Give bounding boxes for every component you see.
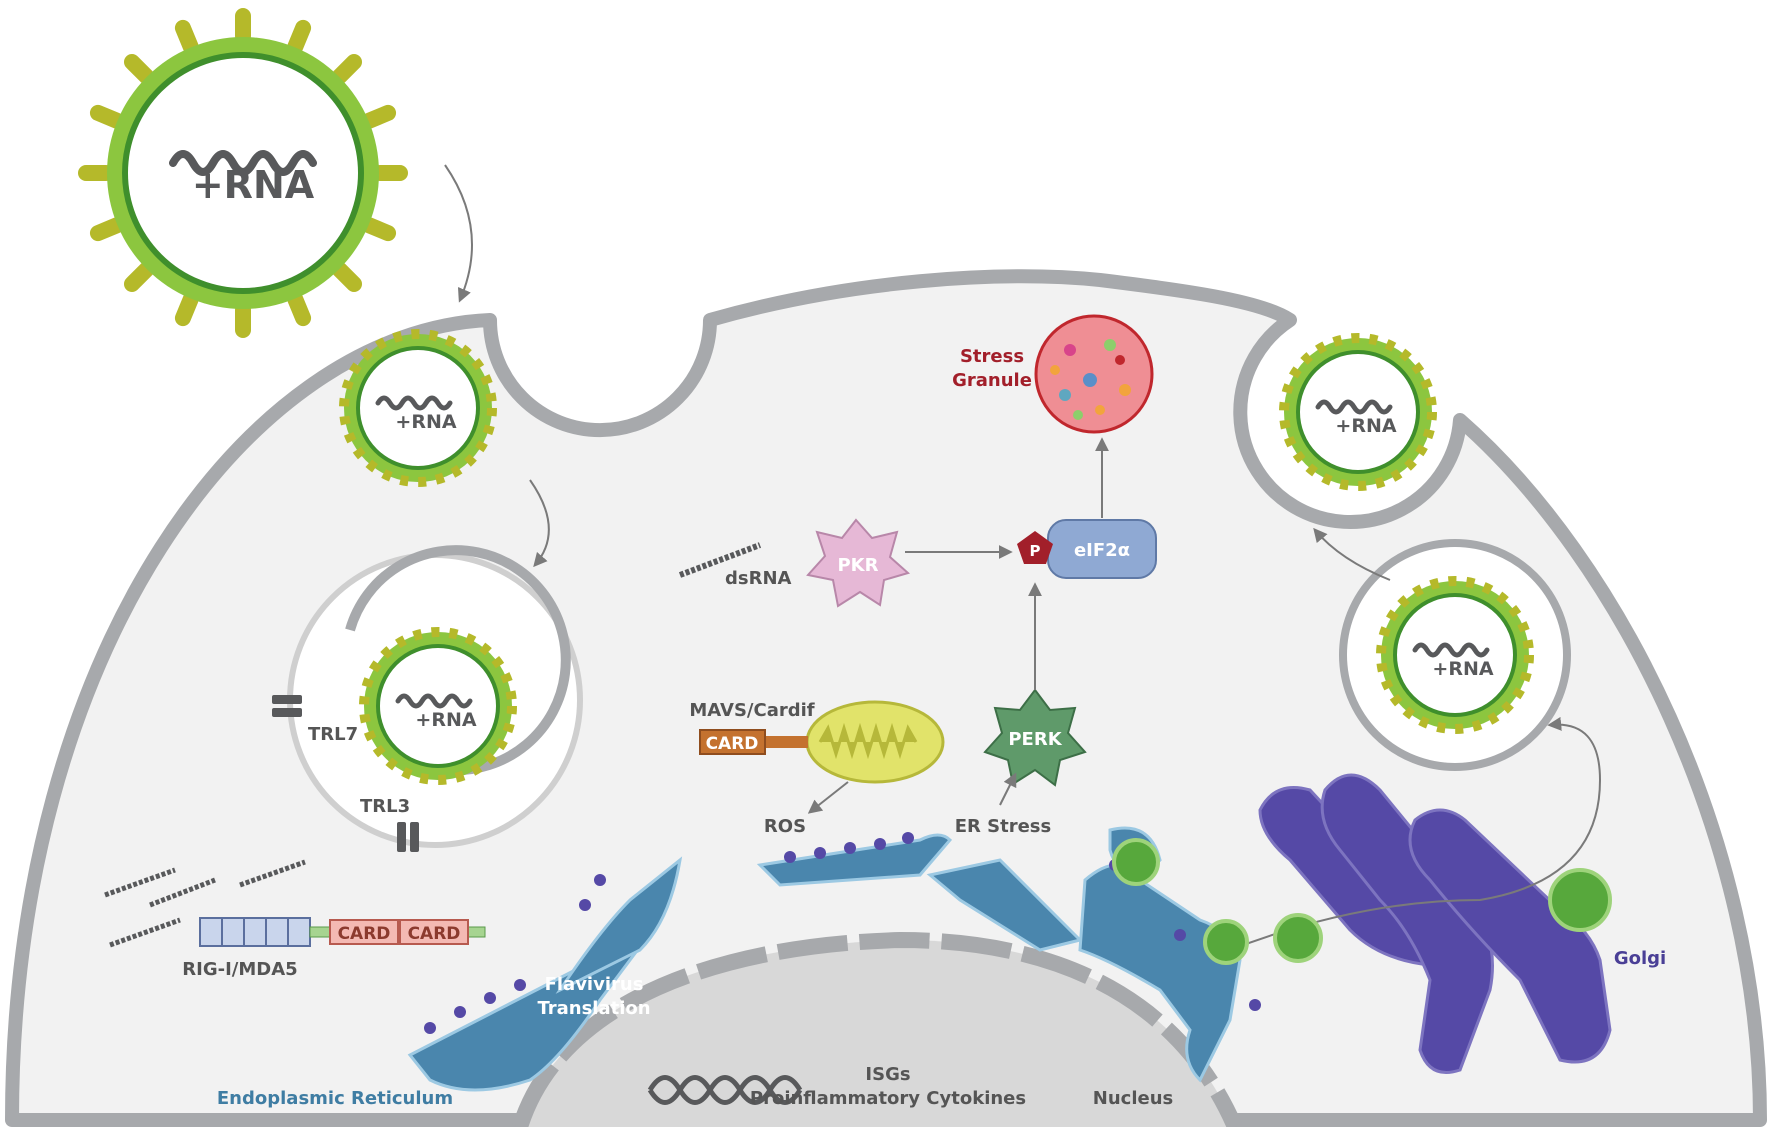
flavivirus-label-line1: Flavivirus bbox=[545, 974, 644, 995]
cell-membrane bbox=[5, 269, 1767, 1127]
budding-virion-rna-label: +RNA bbox=[1335, 415, 1396, 437]
endosome: +RNA TRL7 TRL3 bbox=[272, 545, 583, 852]
entering-virion: +RNA bbox=[339, 329, 497, 487]
dsrna-icon bbox=[678, 542, 762, 578]
entry-arrow bbox=[444, 164, 473, 303]
dsrna-label: dsRNA bbox=[725, 568, 792, 589]
pkr-label: PKR bbox=[837, 555, 878, 576]
exit-virion-rna-label: +RNA bbox=[1432, 658, 1493, 680]
mavs-card-box bbox=[699, 729, 766, 755]
phosphate-label: P bbox=[1030, 542, 1041, 560]
rig-i-label: RIG-I/MDA5 bbox=[182, 959, 297, 980]
virus-spikes bbox=[78, 8, 408, 338]
pkr-node: PKR bbox=[806, 518, 911, 608]
tlr7-receptor-icon bbox=[272, 695, 302, 717]
free-virion: +RNA bbox=[78, 8, 408, 338]
dsrna-fragments-icon bbox=[104, 859, 306, 948]
er-label: Endoplasmic Reticulum bbox=[217, 1088, 453, 1109]
endocytosis-arrow bbox=[529, 479, 550, 568]
eif2a-node: eIF2α P bbox=[1017, 519, 1157, 579]
mavs-linker bbox=[760, 736, 808, 748]
stress-granule-label-line1: Stress bbox=[960, 346, 1024, 367]
rna-strand-icon bbox=[395, 693, 473, 709]
exit-vesicle-virion: +RNA bbox=[1376, 576, 1534, 734]
rna-strand-icon bbox=[375, 395, 453, 411]
exit-vesicle: +RNA bbox=[1339, 539, 1571, 771]
rig-i-helicase-domains bbox=[199, 917, 311, 947]
ros-label: ROS bbox=[764, 816, 806, 837]
stress-granule-label-line2: Granule bbox=[952, 370, 1032, 391]
er-stress-to-perk-arrow bbox=[999, 772, 1017, 806]
golgi-apparatus bbox=[1258, 773, 1612, 1074]
mitochondrion bbox=[805, 700, 945, 784]
mavs-card-label: CARD bbox=[706, 734, 759, 754]
rig-i-mda5: CARD CARD RIG-I/MDA5 bbox=[104, 859, 486, 980]
endoplasmic-reticulum bbox=[407, 826, 1242, 1092]
isgs-label-line1: ISGs bbox=[865, 1064, 910, 1085]
phosphate-badge bbox=[1017, 531, 1053, 564]
rna-strand-icon bbox=[1412, 642, 1490, 658]
perk-label: PERK bbox=[1008, 729, 1062, 750]
er-stress-label: ER Stress bbox=[955, 816, 1052, 837]
budding-virion: +RNA bbox=[1279, 333, 1437, 491]
endosome-virion: +RNA bbox=[359, 627, 517, 785]
mavs-label: MAVS/Cardif bbox=[689, 700, 814, 721]
exit-arrow bbox=[1313, 527, 1391, 581]
nucleus bbox=[512, 931, 1243, 1127]
green-vesicles bbox=[1112, 838, 1612, 965]
rig-card-1-label: CARD bbox=[338, 924, 391, 944]
rig-card-2-label: CARD bbox=[408, 924, 461, 944]
mito-to-ros-arrow bbox=[807, 781, 849, 814]
endosome-virion-rna-label: +RNA bbox=[415, 709, 476, 731]
nucleus-label: Nucleus bbox=[1093, 1088, 1173, 1109]
tlr3-receptor-icon bbox=[397, 822, 419, 852]
dna-double-helix-icon bbox=[647, 1075, 803, 1105]
stress-granule: Stress Granule bbox=[952, 314, 1154, 434]
entering-virion-rna-label: +RNA bbox=[395, 411, 456, 433]
flavivirus-label-line2: Translation bbox=[537, 998, 650, 1019]
rna-strand-icon bbox=[1315, 399, 1393, 415]
tlr3-label: TRL3 bbox=[360, 796, 410, 817]
granule-contents bbox=[1050, 339, 1131, 420]
golgi-label: Golgi bbox=[1614, 948, 1666, 969]
eif2a-label: eIF2α bbox=[1074, 540, 1130, 561]
vesicle-trafficking-path bbox=[1229, 716, 1602, 951]
rna-strand-icon bbox=[169, 150, 317, 176]
tlr7-label: TRL7 bbox=[308, 724, 358, 745]
virion-rna-label: +RNA bbox=[192, 163, 315, 207]
isgs-label-line2: Proinflammatory Cytokines bbox=[750, 1088, 1026, 1109]
perk-node: PERK bbox=[983, 688, 1087, 787]
